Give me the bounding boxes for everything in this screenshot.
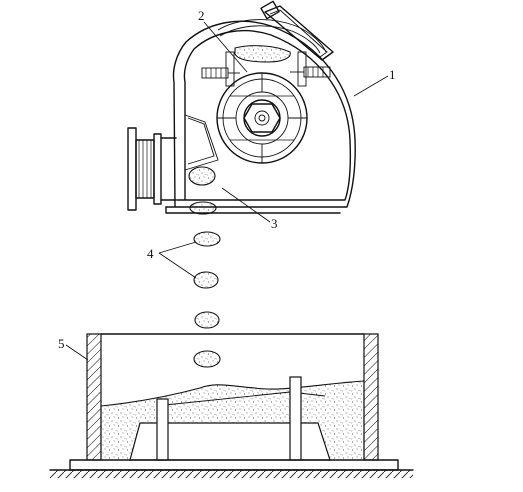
callout-4: 4 xyxy=(147,246,154,261)
impeller-wheel xyxy=(216,72,308,164)
callout-1: 1 xyxy=(389,67,396,82)
side-bolts xyxy=(201,51,331,87)
impeller-housing xyxy=(165,19,356,214)
flask xyxy=(69,333,399,471)
motor xyxy=(127,127,177,211)
feed-tube xyxy=(260,0,334,61)
leader-lines xyxy=(65,21,389,361)
callout-2: 2 xyxy=(198,8,205,23)
sand-clumps xyxy=(188,166,221,368)
callout-labels: 2 1 3 4 5 xyxy=(58,8,396,351)
callout-5: 5 xyxy=(58,336,65,351)
callout-3: 3 xyxy=(271,216,278,231)
floor xyxy=(49,469,414,478)
